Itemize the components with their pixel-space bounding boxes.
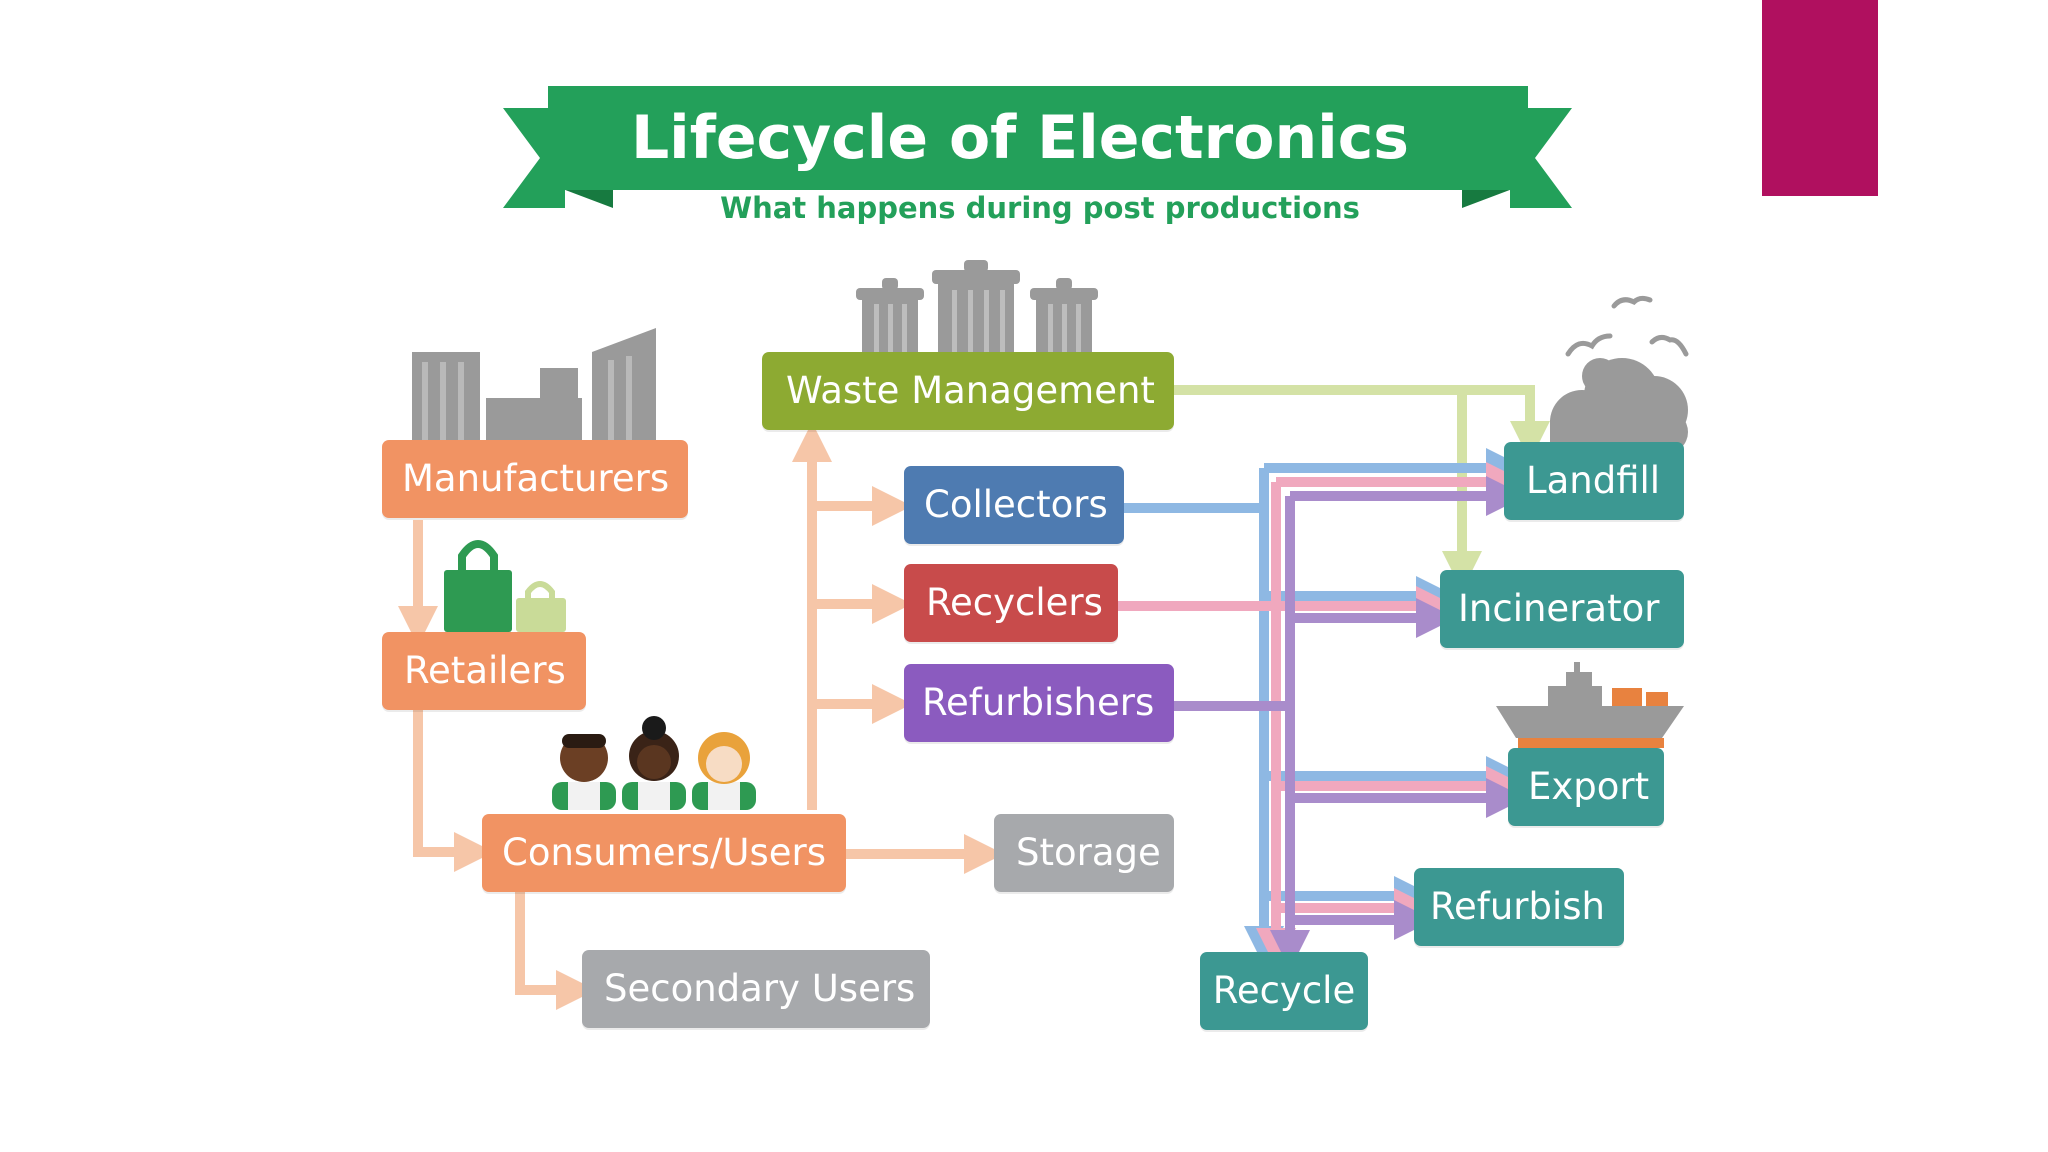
refurbisher-lines — [1174, 476, 1526, 970]
node-incinerator: Incinerator — [1440, 570, 1684, 648]
supply-chain-lines — [398, 422, 1004, 1010]
cargo-ship-icon — [1496, 662, 1684, 748]
recycler-lines — [1118, 462, 1526, 968]
factory-icon — [412, 328, 656, 444]
node-export: Export — [1508, 748, 1664, 826]
node-collectors: Collectors — [904, 466, 1124, 544]
node-recyclers: Recyclers — [904, 564, 1118, 642]
title-banner — [503, 86, 1572, 208]
birds-icon — [1565, 295, 1689, 357]
shopping-bags-icon — [444, 540, 566, 632]
node-consumers-users: Consumers/Users — [482, 814, 846, 892]
slide-accent-bar — [1762, 0, 1878, 196]
landfill-pile-icon — [1550, 358, 1688, 454]
page-subtitle: What happens during post productions — [720, 191, 1360, 225]
node-secondary-users: Secondary Users — [582, 950, 930, 1028]
node-storage: Storage — [994, 814, 1174, 892]
page-title: Lifecycle of Electronics — [630, 103, 1410, 173]
node-landfill: Landfill — [1504, 442, 1684, 520]
people-icon — [552, 716, 756, 810]
node-refurbish: Refurbish — [1414, 868, 1624, 946]
node-waste-management: Waste Management — [762, 352, 1174, 430]
trash-bins-icon — [856, 260, 1098, 356]
node-retailers: Retailers — [382, 632, 586, 710]
node-refurbishers: Refurbishers — [904, 664, 1174, 742]
node-manufacturers: Manufacturers — [382, 440, 688, 518]
node-recycle: Recycle — [1200, 952, 1368, 1030]
